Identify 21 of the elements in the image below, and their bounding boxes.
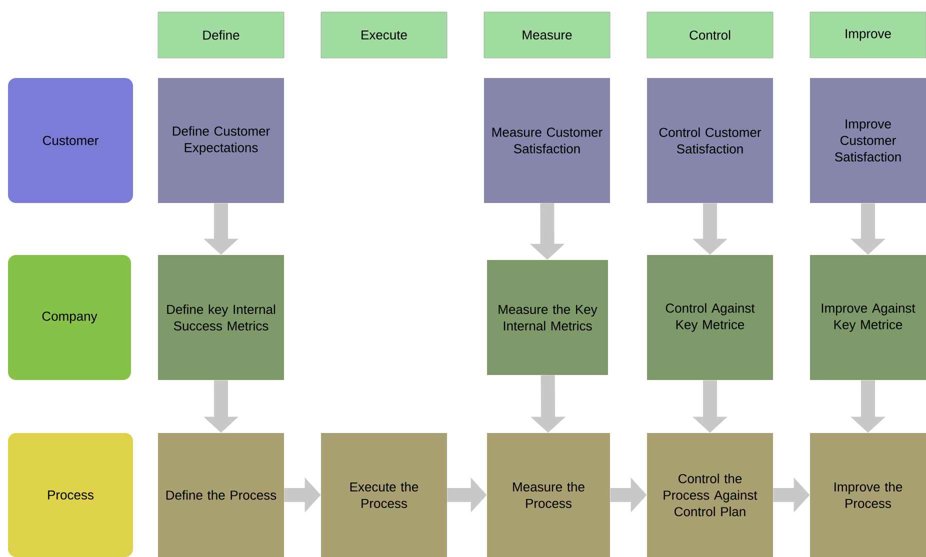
stage-header: Execute bbox=[320, 12, 448, 58]
stage-header: Control bbox=[646, 12, 774, 58]
row-header: Process bbox=[8, 433, 133, 557]
row-header: Company bbox=[8, 255, 131, 380]
step-box: Execute the Process bbox=[321, 433, 447, 557]
step-box: Measure Customer Satisfaction bbox=[484, 78, 610, 203]
stage-header: Measure bbox=[484, 12, 610, 58]
step-box: Improve Customer Satisfaction bbox=[810, 78, 926, 203]
step-box: Define key Internal Success Metrics bbox=[158, 255, 284, 380]
stage-header: Define bbox=[158, 12, 284, 58]
step-box: Measure the Process bbox=[487, 433, 610, 557]
stage-header: Improve bbox=[810, 12, 926, 58]
step-box: Control the Process Against Control Plan bbox=[647, 433, 773, 557]
step-box: Measure the Key Internal Metrics bbox=[487, 260, 608, 375]
step-box: Improve Against Key Metrice bbox=[810, 255, 926, 380]
step-box: Control Against Key Metrice bbox=[647, 255, 773, 380]
step-box: Improve the Process bbox=[810, 433, 926, 557]
row-header: Customer bbox=[8, 78, 133, 203]
step-box: Control Customer Satisfaction bbox=[647, 78, 773, 203]
step-box: Define Customer Expectations bbox=[158, 78, 284, 203]
step-box: Define the Process bbox=[158, 433, 284, 557]
